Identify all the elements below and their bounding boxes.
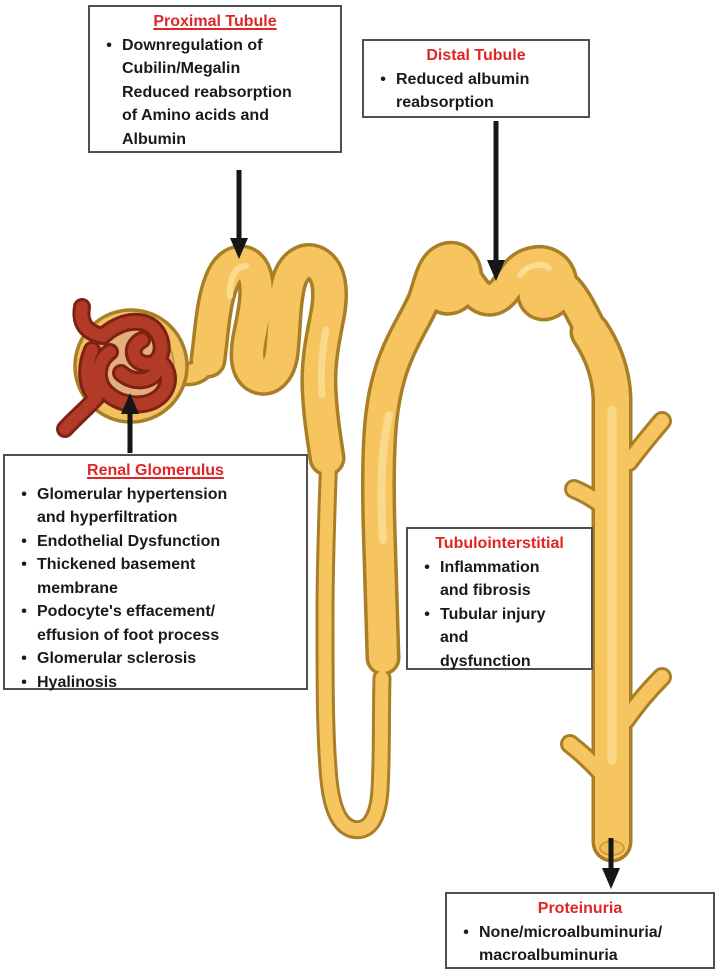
bullet-item: Endothelial Dysfunction [11,530,300,554]
bullet-text: Inflammation and fibrosis [440,558,540,600]
collecting-duct-branch [619,670,669,727]
bullet-text: Reduced albumin reabsorption [396,70,530,112]
glomerulus-capillaries [56,298,177,438]
arrow-renal-glomerulus [121,393,139,453]
bullet-list: Reduced albumin reabsorption [370,68,582,115]
bullet-list: Downregulation of Cubilin/Megalin Reduce… [96,34,334,152]
arrow-proximal-tubule [230,170,248,259]
bullet-marker [453,921,479,945]
bullet-marker [96,34,122,58]
bullet-item: Podocyte's effacement/ effusion of foot … [11,600,300,647]
collecting-duct-branch [622,414,669,469]
bullet-item: None/microalbuminuria/ macroalbuminuria [453,921,707,968]
bullet-text: Downregulation of Cubilin/Megalin Reduce… [122,36,292,148]
bullet-item: Glomerular hypertension and hyperfiltrat… [11,483,300,530]
bullet-item: Inflammation and fibrosis [414,556,585,603]
bullet-marker [11,600,37,624]
bullet-item: Reduced albumin reabsorption [370,68,582,115]
bullet-text: None/microalbuminuria/ macroalbuminuria [479,923,663,965]
loop-of-henle [318,445,389,837]
bullet-marker [11,483,37,507]
bullet-item: Downregulation of Cubilin/Megalin Reduce… [96,34,334,152]
collecting-duct-branch [563,737,622,797]
bullet-list: Glomerular hypertension and hyperfiltrat… [11,483,300,695]
bullet-text: Glomerular hypertension and hyperfiltrat… [37,485,228,527]
bullet-item: Hyalinosis [11,671,300,695]
bullet-list: Inflammation and fibrosis Tubular injury… [414,556,585,674]
bullet-marker [11,530,37,554]
bullet-item: Thickened basement membrane [11,553,300,600]
info-box-proteinuria: Proteinuria None/microalbuminuria/ macro… [445,892,715,969]
info-box-proximal-tubule: Proximal Tubule Downregulation of Cubili… [88,5,342,153]
info-box-tubulointerstitial: Tubulointerstitial Inflammation and fibr… [406,527,593,670]
bullet-marker [414,603,440,627]
bullet-item: Glomerular sclerosis [11,647,300,671]
bullet-list: None/microalbuminuria/ macroalbuminuria [453,921,707,968]
bullet-text: Hyalinosis [37,673,118,691]
arrow-proteinuria [602,838,620,889]
bullet-text: Glomerular sclerosis [37,650,197,668]
tubule-fills [165,244,669,859]
bullet-marker [11,553,37,577]
box-title: Proximal Tubule [153,13,277,30]
bullet-marker [11,647,37,671]
info-box-distal-tubule: Distal Tubule Reduced albumin reabsorpti… [362,39,590,118]
bullet-marker [370,68,396,92]
collecting-duct [573,315,629,859]
info-box-renal-glomerulus: Renal Glomerulus Glomerular hypertension… [3,454,308,691]
arrow-distal-tubule [487,121,505,281]
bullet-marker [11,671,37,695]
tubule-highlights [226,261,617,765]
bullet-text: Thickened basement membrane [37,556,196,597]
bullet-text: Podocyte's effacement/ effusion of foot … [37,603,220,644]
bullet-text: Tubular injury and dysfunction [440,605,546,670]
bullet-text: Endothelial Dysfunction [37,532,221,550]
bullet-marker [414,556,440,580]
distal-convoluted-tubule [364,244,610,672]
bullet-item: Tubular injury and dysfunction [414,603,585,674]
box-title: Distal Tubule [426,47,526,64]
box-title: Tubulointerstitial [435,535,564,552]
box-title: Proteinuria [537,900,623,917]
box-title: Renal Glomerulus [87,462,224,479]
